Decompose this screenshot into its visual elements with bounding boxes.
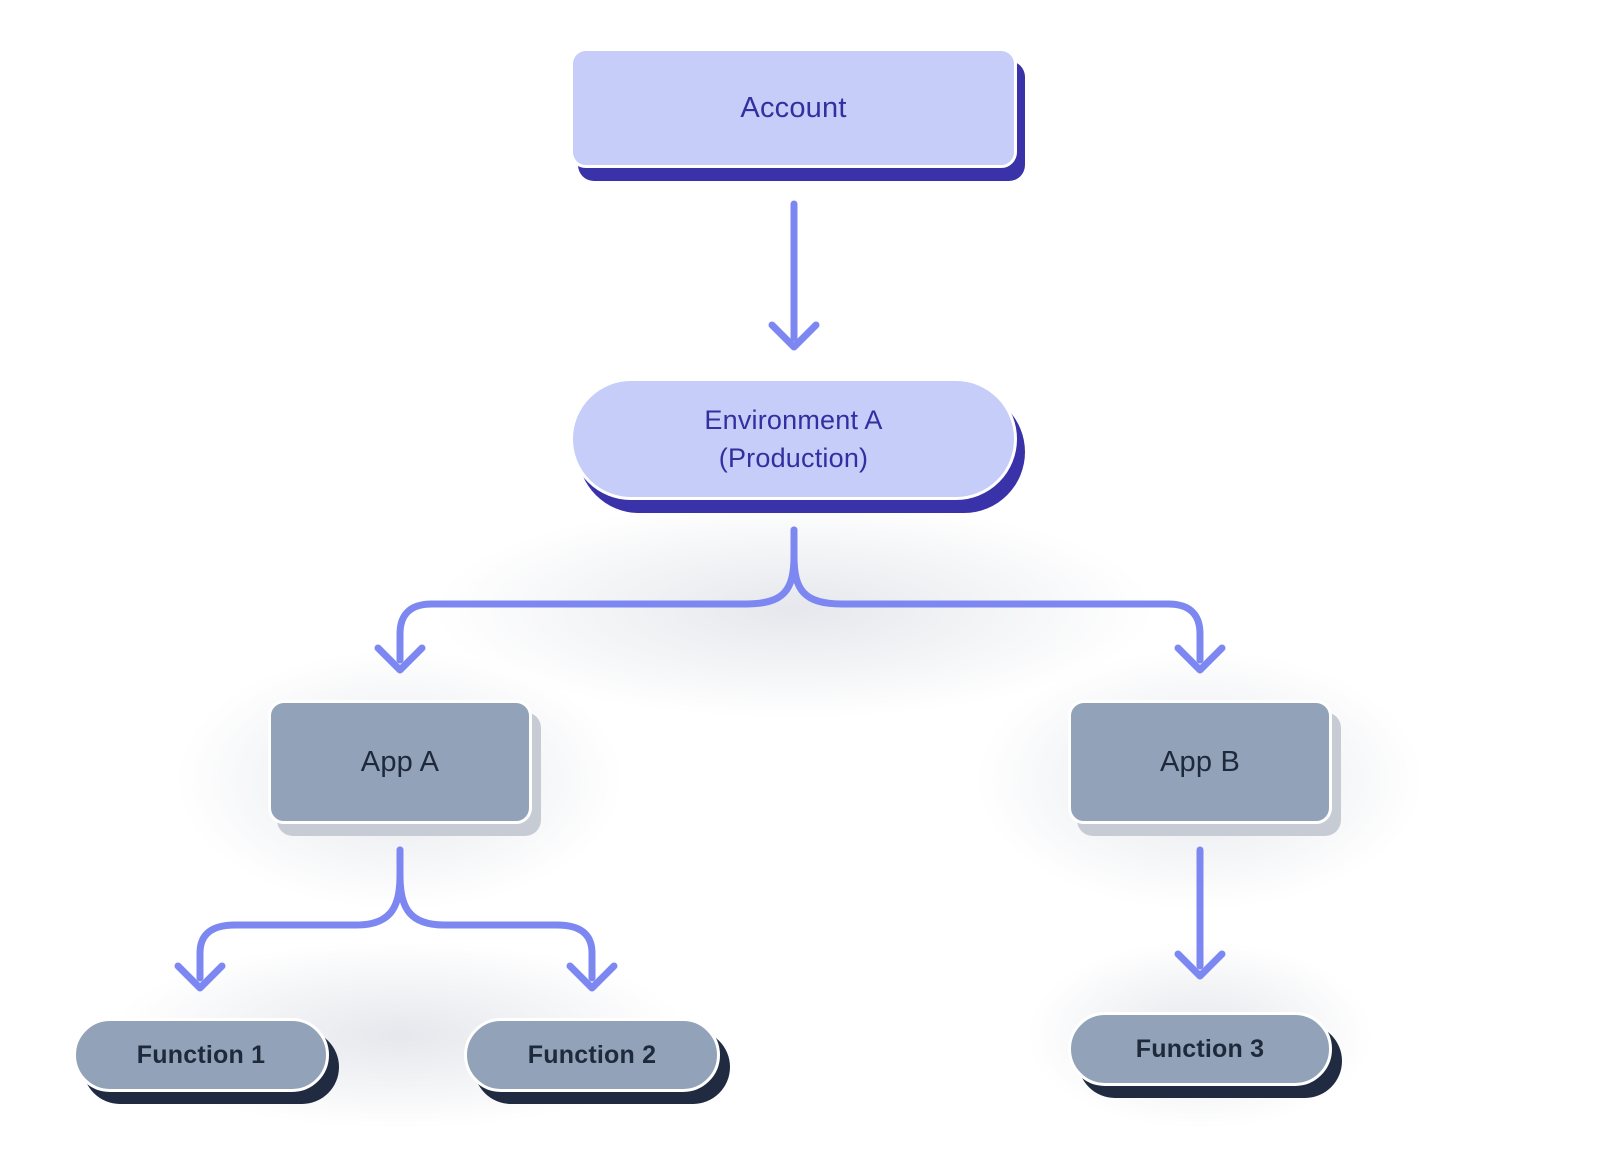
node-environment-a: Environment A (Production) — [570, 378, 1017, 500]
node-account-label: Account — [740, 91, 847, 124]
node-app-a-label: App A — [360, 745, 440, 778]
node-function-1-label: Function 1 — [136, 1040, 266, 1069]
node-account: Account — [570, 48, 1017, 168]
edge-app-a-to-function-1 — [174, 846, 404, 992]
node-app-b-label: App B — [1160, 745, 1240, 778]
node-function-2: Function 2 — [464, 1018, 720, 1092]
node-environment-a-label-line1: Environment A — [704, 405, 883, 435]
edge-app-a-to-function-2 — [396, 846, 618, 992]
node-function-3-label: Function 3 — [1135, 1034, 1265, 1063]
node-app-b: App B — [1068, 700, 1332, 824]
node-function-1: Function 1 — [73, 1018, 329, 1092]
edge-app-b-to-function-3 — [1174, 846, 1226, 980]
edge-environment-a-to-app-b — [790, 526, 1226, 674]
node-environment-a-label-line2: (Production) — [718, 443, 869, 473]
node-app-a: App A — [268, 700, 532, 824]
node-function-3: Function 3 — [1068, 1012, 1332, 1086]
node-function-2-label: Function 2 — [527, 1040, 657, 1069]
edge-environment-a-to-app-a — [374, 526, 798, 674]
edge-account-to-environment-a — [768, 200, 820, 351]
